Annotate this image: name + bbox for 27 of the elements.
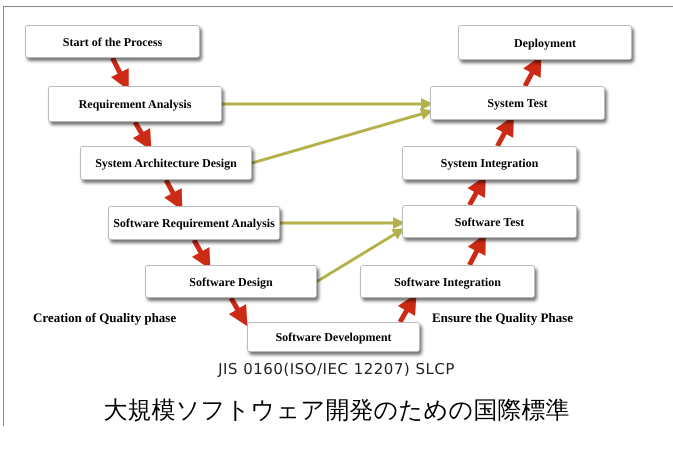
process-box: [402, 146, 577, 180]
phase-label: Creation of Quality phase: [33, 309, 176, 327]
box-label: System Test: [487, 96, 548, 110]
arrow: [228, 296, 248, 326]
box-label: Software Test: [454, 214, 524, 228]
phase-label: Ensure the Quality Phase: [432, 309, 573, 327]
process-box: [360, 265, 535, 298]
box-label: Start of the Process: [62, 34, 162, 48]
process-box: [48, 86, 222, 122]
caption: 大規模ソフトウェア開発のための国際標準: [104, 395, 570, 426]
box-label: Requirement Analysis: [78, 97, 192, 111]
process-box: [25, 25, 200, 58]
process-box: [430, 86, 605, 120]
process-box: [458, 25, 632, 60]
process-box: [80, 146, 252, 180]
standard-label: JIS 0160(ISO/IEC 12207) SLCP: [218, 359, 455, 380]
box-label: System Architecture Design: [95, 156, 237, 170]
process-box: [108, 206, 280, 240]
box-label: Software Development: [275, 330, 392, 344]
process-box: [145, 265, 317, 298]
box-label: System Integration: [440, 156, 538, 170]
process-box: [402, 205, 577, 238]
box-label: Deployment: [514, 36, 576, 50]
box-label: Software Requirement Analysis: [113, 216, 275, 230]
box-label: Software Design: [189, 274, 273, 288]
process-box: [247, 322, 420, 352]
box-label: Software Integration: [394, 274, 501, 288]
